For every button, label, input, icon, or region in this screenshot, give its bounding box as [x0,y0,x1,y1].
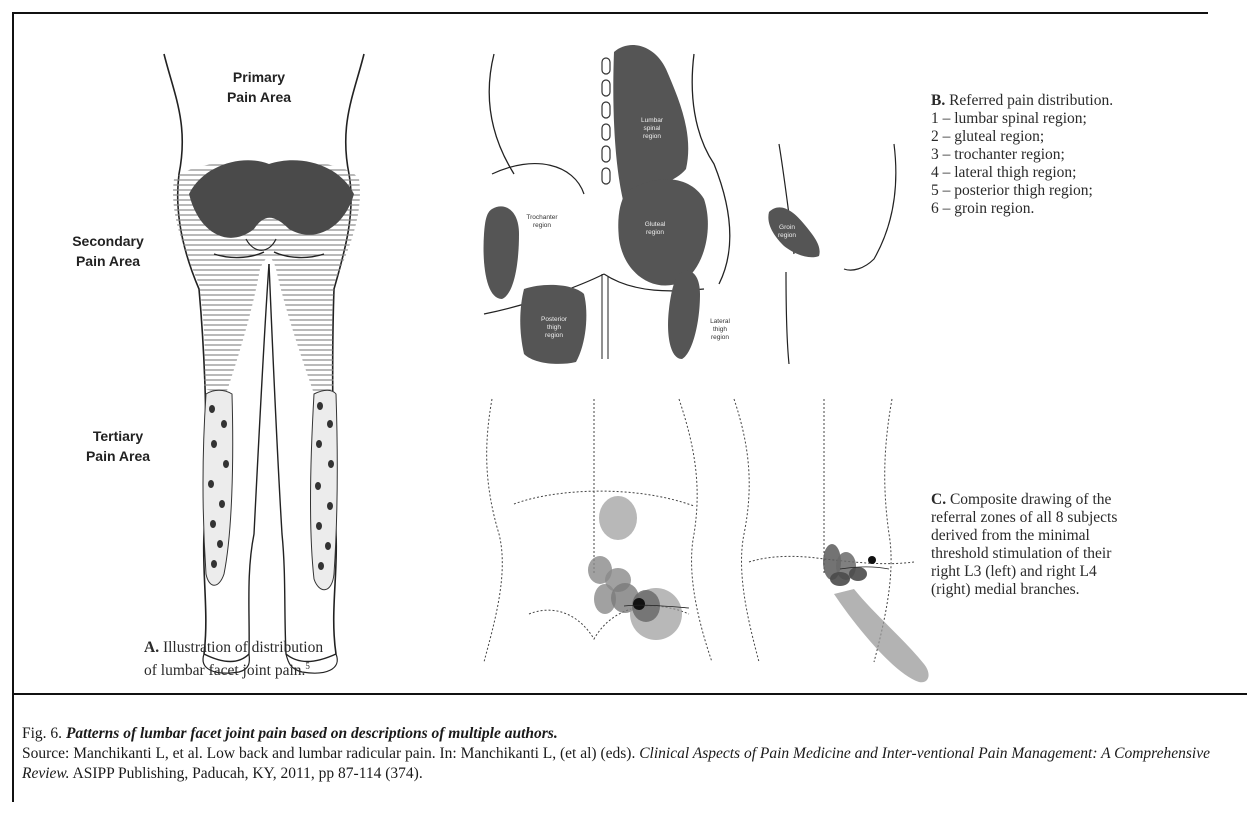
panel-c-line: threshold stimulation of their [931,545,1231,563]
lateral-label-3: region [711,334,729,341]
panel-b-heading: Referred pain distribution. [949,92,1113,109]
panel-b-item: 2 – gluteal region; [931,128,1231,146]
trochanter-label-1: Trochanter [526,214,558,221]
trochanter-label-2: region [533,222,551,229]
panel-b-front-illustration: Groin region [768,144,895,364]
lumbar-label-2: spinal [644,125,662,132]
figure-title: Patterns of lumbar facet joint pain base… [66,725,554,742]
groin-label-1: Groin [779,224,795,231]
tertiary-area-label-2: Pain Area [86,448,150,464]
panel-b-item: 6 – groin region. [931,200,1231,218]
source-text-post: ASIPP Publishing, Paducah, KY, 2011, pp … [69,765,422,782]
gluteal-label-1: Gluteal [645,221,666,228]
lumbar-label-3: region [643,133,661,140]
panel-c-line: (right) medial branches. [931,581,1231,599]
figure-panels: Primary Pain Area Secondary Pain Area Te… [14,14,1247,693]
panel-c-line: derived from the minimal [931,527,1231,545]
panel-b-item: 4 – lateral thigh region; [931,164,1231,182]
figure-label: Fig. 6. [22,725,62,742]
panel-b-back-illustration: Lumbar spinal region Trochanter region G… [484,45,731,364]
primary-area-label-2: Pain Area [227,89,291,105]
panel-b-legend: B. Referred pain distribution. 1 – lumba… [931,92,1231,218]
panel-c-line: right L3 (left) and right L4 [931,563,1231,581]
panel-b-letter: B. [931,92,945,109]
panel-b-item: 5 – posterior thigh region; [931,182,1231,200]
posterior-label-3: region [545,332,563,339]
panel-a-caption-line1: Illustration of distribution [163,639,323,656]
source-text-pre: Source: Manchikanti L, et al. Low back a… [22,745,639,762]
panel-c-legend: C. Composite drawing of the referral zon… [931,491,1231,599]
panel-c-left-illustration [484,399,712,662]
panel-a-letter: A. [144,639,159,656]
primary-area-label-1: Primary [233,69,285,85]
posterior-label-2: thigh [547,324,561,331]
panel-c-letter: C. [931,491,946,508]
lumbar-label-1: Lumbar [641,117,664,124]
panel-a-caption: A. Illustration of distribution of lumba… [144,639,404,680]
panel-a-illustration: Primary Pain Area Secondary Pain Area Te… [72,54,364,673]
secondary-area-label-1: Secondary [72,233,144,249]
panel-b-item: 3 – trochanter region; [931,146,1231,164]
lateral-label-1: Lateral [710,318,730,325]
panel-c-right-illustration [734,399,929,682]
tertiary-area-label-1: Tertiary [93,428,144,444]
caption-divider [12,693,1247,695]
caption-title-line: Fig. 6. Patterns of lumbar facet joint p… [22,724,1237,744]
lateral-label-2: thigh [713,326,727,333]
panel-a-caption-ref: 5 [305,661,310,671]
caption-source: Source: Manchikanti L, et al. Low back a… [22,744,1237,784]
panel-c-line: referral zones of all 8 subjects [931,509,1231,527]
panel-b-item: 1 – lumbar spinal region; [931,110,1231,128]
gluteal-label-2: region [646,229,664,236]
posterior-label-1: Posterior [541,316,568,323]
groin-label-2: region [778,232,796,239]
secondary-area-label-2: Pain Area [76,253,140,269]
figure-title-end: . [554,725,558,742]
figure-caption: Fig. 6. Patterns of lumbar facet joint p… [22,724,1237,784]
panel-c-line: Composite drawing of the [950,491,1111,508]
panel-a-caption-line2: of lumbar facet joint pain. [144,662,305,679]
